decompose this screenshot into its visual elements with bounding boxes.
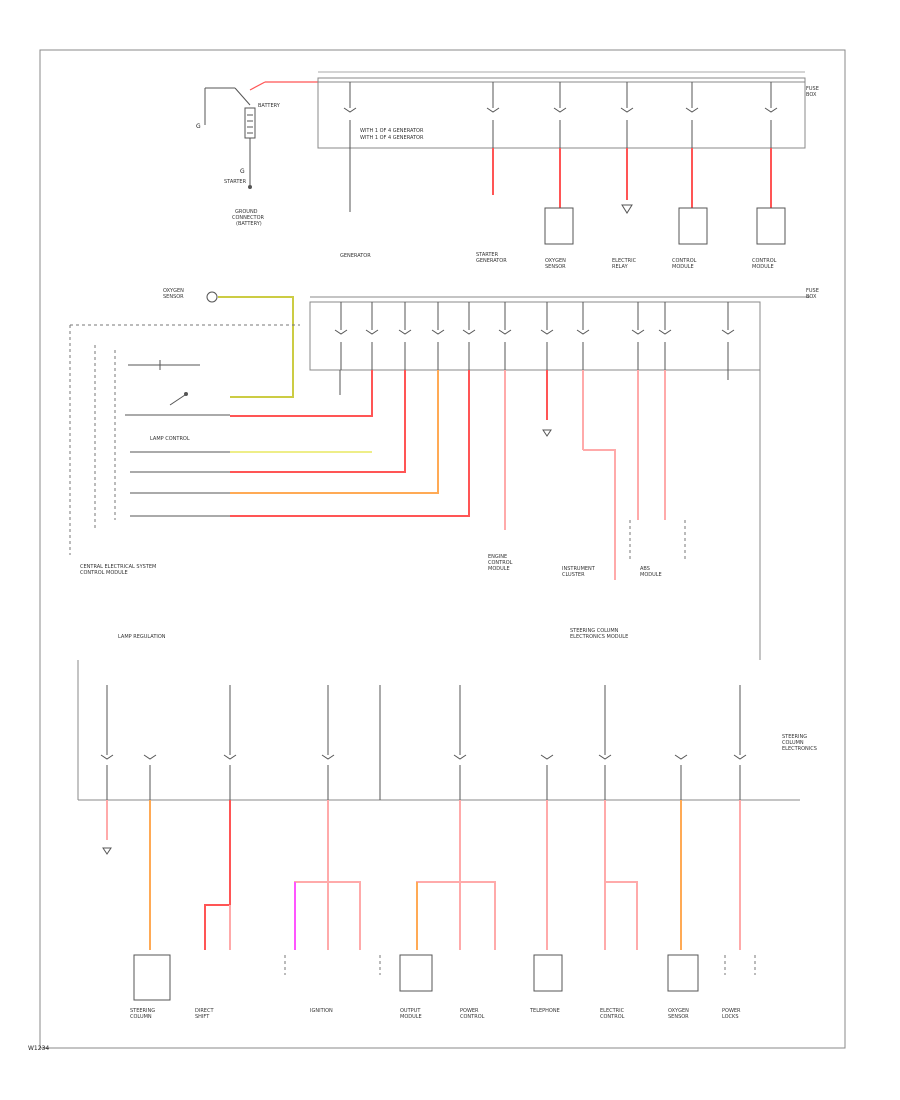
svg-text:TELEPHONE: TELEPHONE bbox=[529, 1008, 560, 1014]
svg-text:MODULE: MODULE bbox=[752, 264, 774, 270]
svg-text:MODULE: MODULE bbox=[672, 264, 694, 270]
svg-text:LOCKS: LOCKS bbox=[722, 1014, 739, 1020]
svg-text:SENSOR: SENSOR bbox=[668, 1014, 689, 1020]
svg-text:CONTROL: CONTROL bbox=[460, 1014, 485, 1020]
svg-text:CONTROL: CONTROL bbox=[672, 258, 697, 264]
svg-text:GENERATOR: GENERATOR bbox=[340, 253, 371, 259]
svg-text:ELECTRONICS MODULE: ELECTRONICS MODULE bbox=[570, 634, 628, 640]
svg-text:FUSE: FUSE bbox=[806, 86, 819, 92]
diagram-frame bbox=[39, 49, 846, 1049]
svg-text:STARTER: STARTER bbox=[476, 252, 499, 258]
svg-text:SENSOR: SENSOR bbox=[545, 264, 566, 270]
svg-text:CONTROL: CONTROL bbox=[752, 258, 777, 264]
svg-text:STARTER: STARTER bbox=[224, 179, 247, 185]
svg-text:RELAY: RELAY bbox=[612, 264, 629, 270]
svg-text:LAMP REGULATION: LAMP REGULATION bbox=[118, 634, 166, 640]
svg-text:ENGINE: ENGINE bbox=[488, 554, 507, 560]
svg-text:SENSOR: SENSOR bbox=[163, 294, 184, 300]
svg-text:STEERING COLUMN: STEERING COLUMN bbox=[570, 628, 619, 634]
svg-text:DIRECT: DIRECT bbox=[195, 1008, 214, 1014]
svg-text:G: G bbox=[240, 168, 245, 175]
svg-text:POWER: POWER bbox=[460, 1008, 479, 1014]
svg-text:CONTROL: CONTROL bbox=[488, 560, 513, 566]
svg-text:INSTRUMENT: INSTRUMENT bbox=[562, 566, 596, 572]
svg-text:SHIFT: SHIFT bbox=[195, 1014, 210, 1020]
svg-text:STEERING: STEERING bbox=[782, 734, 807, 740]
battery-icon bbox=[204, 81, 318, 189]
svg-text:BOX: BOX bbox=[806, 92, 817, 98]
svg-text:MODULE: MODULE bbox=[400, 1014, 422, 1020]
svg-text:OXYGEN: OXYGEN bbox=[163, 288, 184, 294]
svg-text:FUSE: FUSE bbox=[806, 288, 819, 294]
svg-text:CLUSTER: CLUSTER bbox=[562, 572, 585, 578]
middle-fuse-box bbox=[309, 296, 810, 371]
svg-text:ELECTRIC: ELECTRIC bbox=[600, 1008, 625, 1014]
svg-text:MODULE: MODULE bbox=[640, 572, 662, 578]
svg-text:GENERATOR: GENERATOR bbox=[476, 258, 507, 264]
bottom-fuse-box bbox=[77, 660, 800, 801]
svg-text:BOX: BOX bbox=[806, 294, 817, 300]
svg-text:STEERING: STEERING bbox=[130, 1008, 155, 1014]
svg-text:OUTPUT: OUTPUT bbox=[400, 1008, 421, 1014]
svg-text:BATTERY: BATTERY bbox=[258, 103, 281, 109]
diagram-code: W1234 bbox=[28, 1045, 49, 1052]
svg-text:POWER: POWER bbox=[722, 1008, 741, 1014]
svg-text:OXYGEN: OXYGEN bbox=[545, 258, 566, 264]
svg-text:GROUND: GROUND bbox=[235, 209, 258, 215]
svg-text:ELECTRONICS: ELECTRONICS bbox=[782, 746, 817, 752]
svg-text:ABS: ABS bbox=[640, 566, 650, 572]
svg-text:G: G bbox=[196, 123, 201, 130]
svg-text:CONTROL: CONTROL bbox=[600, 1014, 625, 1020]
ground-connector-icon bbox=[206, 291, 218, 303]
svg-text:(BATTERY): (BATTERY) bbox=[236, 221, 262, 227]
svg-text:CONTROL MODULE: CONTROL MODULE bbox=[80, 570, 128, 576]
lamp-control-label: LAMP CONTROL bbox=[150, 436, 190, 442]
svg-text:COLUMN: COLUMN bbox=[782, 740, 804, 746]
svg-text:MODULE: MODULE bbox=[488, 566, 510, 572]
svg-text:COLUMN: COLUMN bbox=[130, 1014, 152, 1020]
svg-text:WITH 1 OF 4 GENERATOR: WITH 1 OF 4 GENERATOR bbox=[360, 135, 424, 141]
svg-text:CENTRAL ELECTRICAL SYSTEM: CENTRAL ELECTRICAL SYSTEM bbox=[80, 564, 156, 570]
svg-text:IGNITION: IGNITION bbox=[310, 1008, 333, 1014]
svg-text:WITH 1 OF 4 GENERATOR: WITH 1 OF 4 GENERATOR bbox=[360, 128, 424, 134]
svg-text:ELECTRIC: ELECTRIC bbox=[612, 258, 637, 264]
top-fuse-box: WITH 1 OF 4 GENERATOR WITH 1 OF 4 GENERA… bbox=[317, 71, 806, 212]
svg-text:CONNECTOR: CONNECTOR bbox=[232, 215, 265, 221]
svg-text:OXYGEN: OXYGEN bbox=[668, 1008, 689, 1014]
switch-icon bbox=[125, 360, 230, 416]
